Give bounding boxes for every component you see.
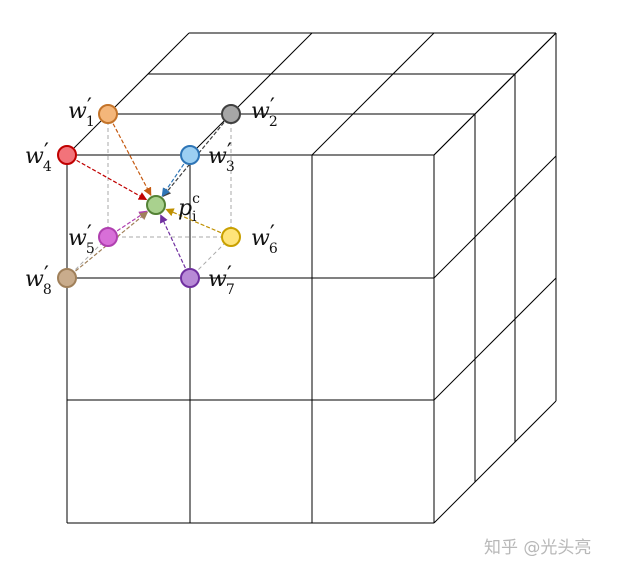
node-w6 (221, 227, 241, 247)
arrow-w6 (165, 208, 222, 234)
node-w5 (98, 227, 118, 247)
label-w1: w′1 (68, 95, 95, 130)
node-w3 (180, 145, 200, 165)
label-w3: w′3 (208, 140, 235, 175)
node-w7 (180, 268, 200, 288)
grid-line (311, 32, 435, 156)
arrow-w5 (116, 210, 148, 232)
grid-line (433, 155, 557, 279)
arrow-w1 (112, 123, 152, 197)
node-w8 (57, 268, 77, 288)
label-w5: w′5 (68, 222, 95, 257)
watermark: 知乎 @光头亮 (484, 538, 592, 558)
label-w6: w′6 (251, 222, 278, 257)
node-w1 (98, 104, 118, 124)
grid-line (189, 32, 313, 156)
grid-line (66, 32, 190, 156)
arrow-w2 (162, 122, 225, 198)
label-w7: w′7 (208, 263, 235, 298)
arrow-w8 (75, 211, 149, 272)
grid-line (433, 277, 557, 401)
node-center (146, 195, 166, 215)
arrow-w4 (76, 159, 148, 201)
label-w4: w′4 (25, 140, 52, 175)
arrow-w3 (161, 163, 185, 197)
grid-line (433, 32, 557, 156)
label-w8: w′8 (25, 263, 52, 298)
arrow-w7 (160, 214, 186, 269)
node-w2 (221, 104, 241, 124)
grid-line (433, 400, 557, 524)
node-w4 (57, 145, 77, 165)
label-w2: w′2 (251, 95, 278, 130)
